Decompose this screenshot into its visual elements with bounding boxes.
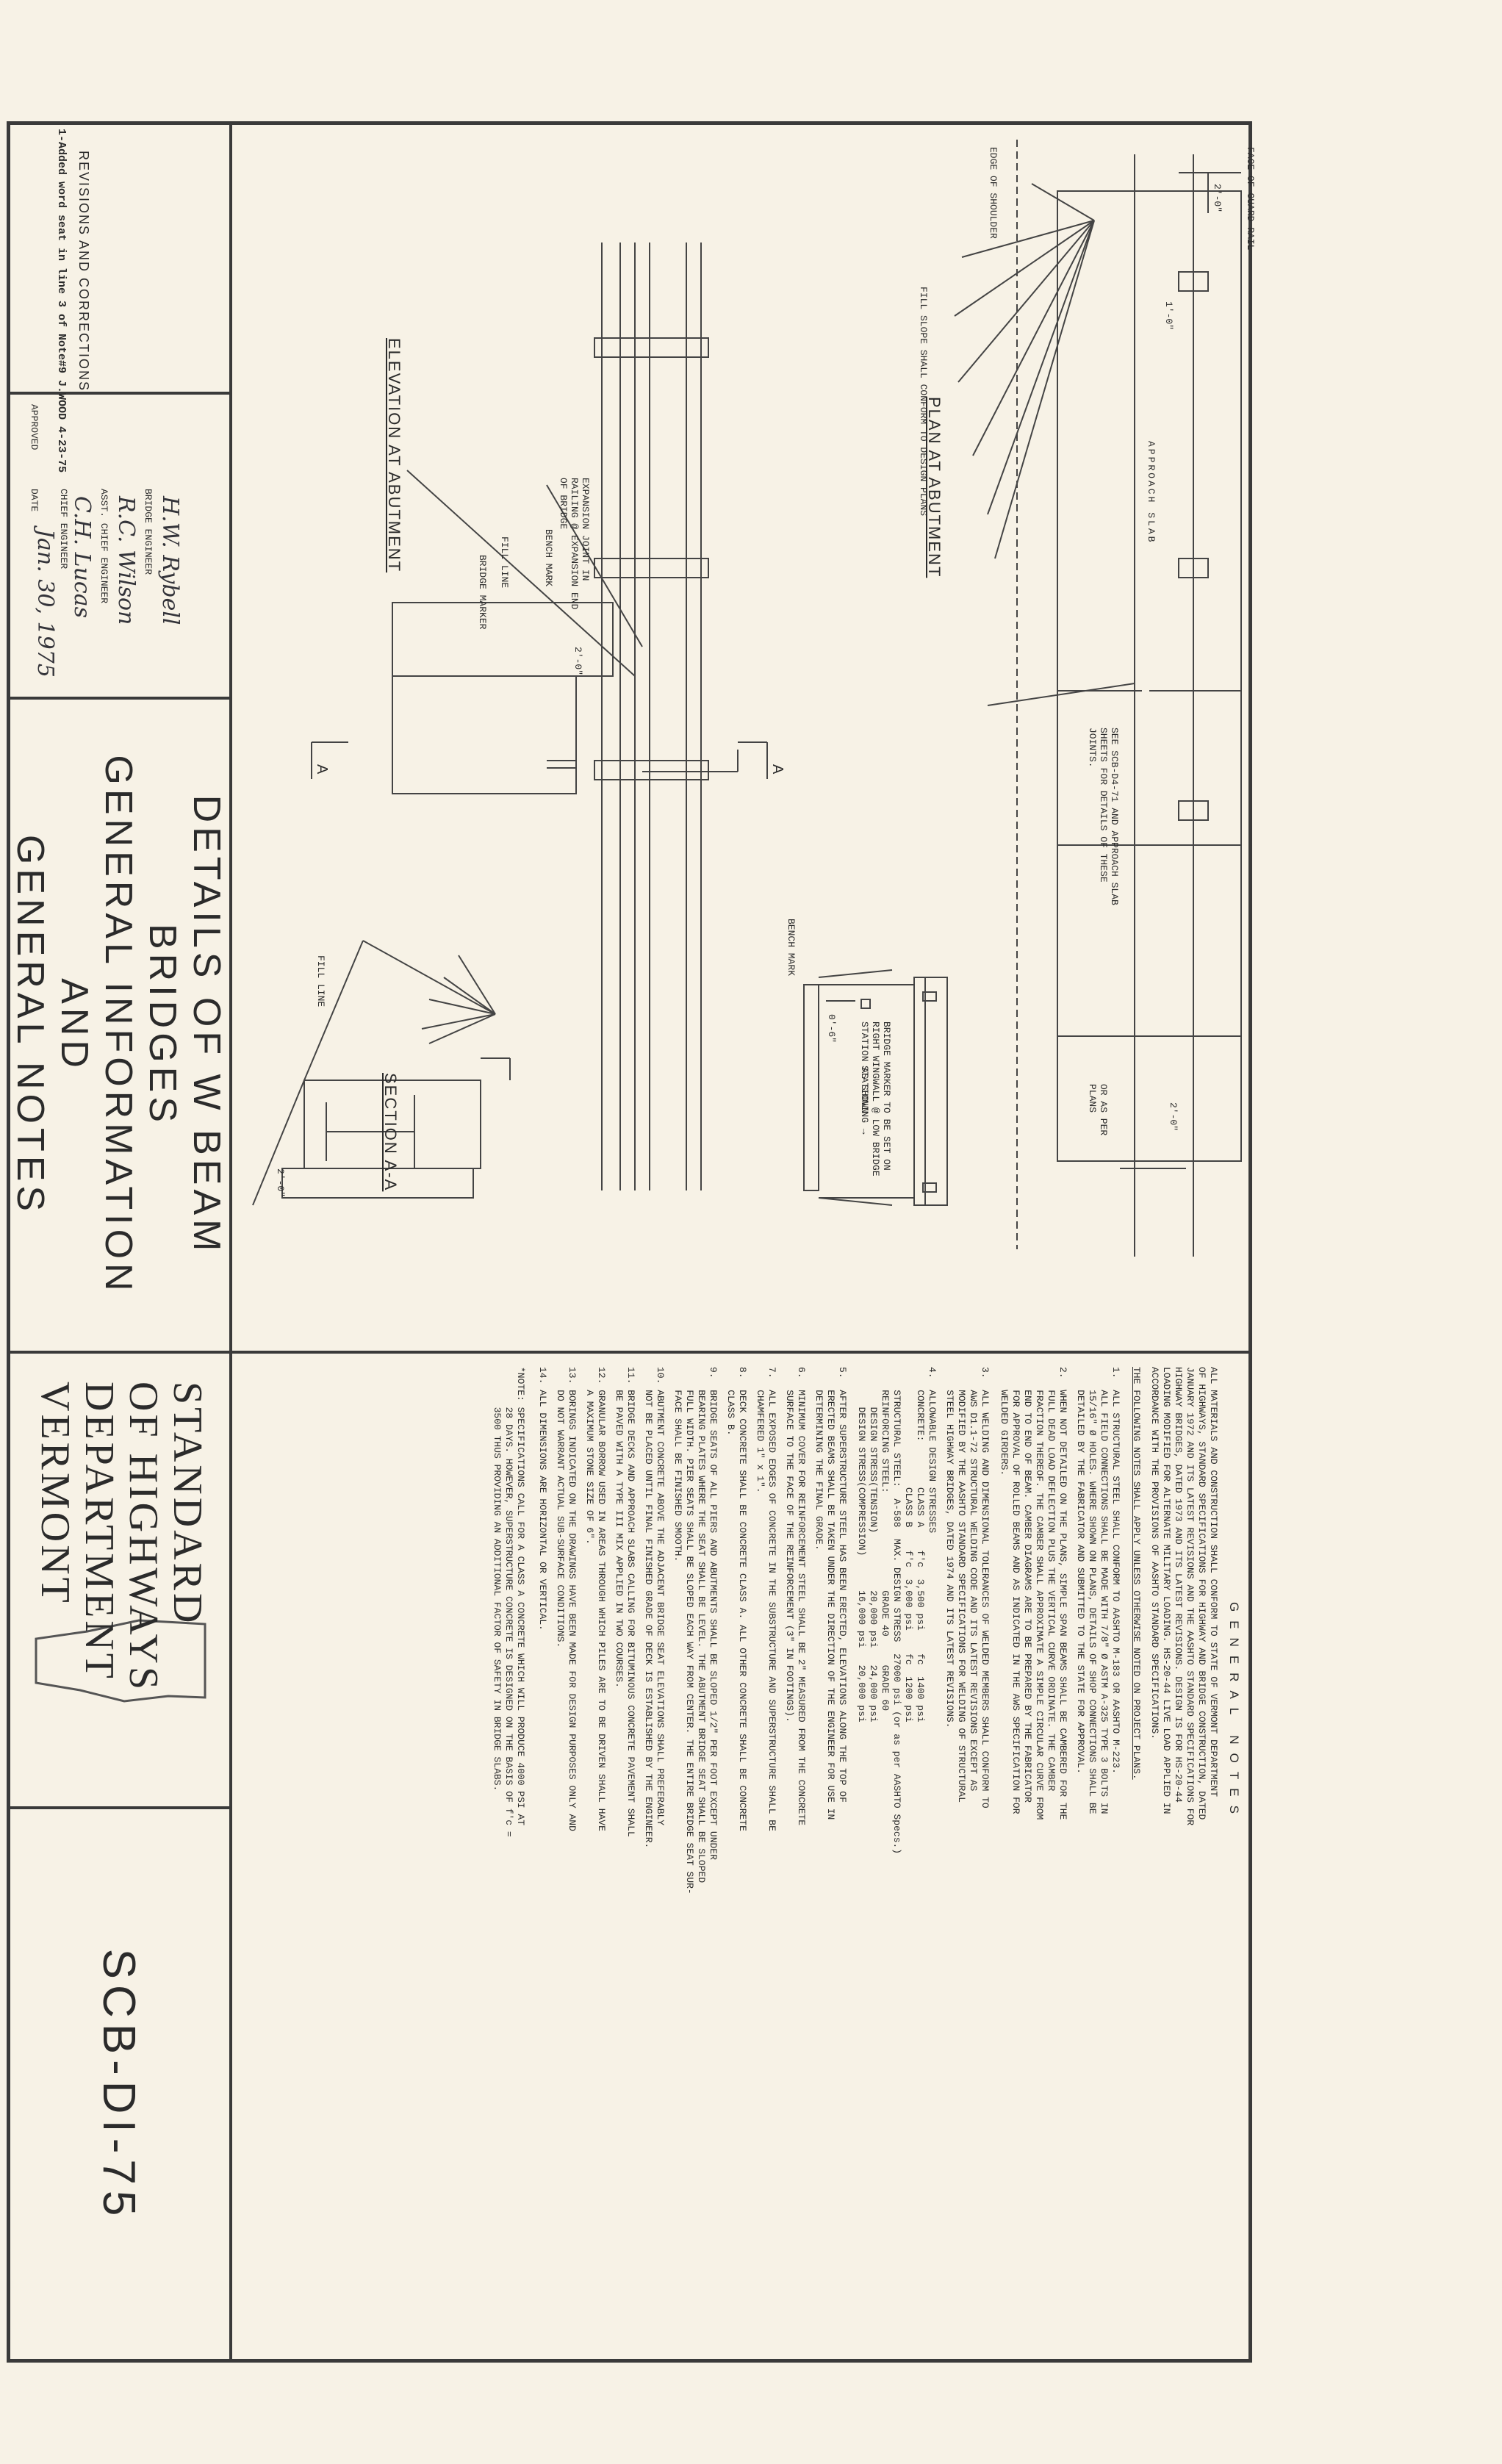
agency-block: VERMONT DEPARTMENT OF HIGHWAYS STANDARD: [14, 1367, 223, 1800]
revisions-heading: REVISIONS AND CORRECTIONS: [76, 151, 91, 392]
chief-engineer-signature: C.H. Lucas: [69, 496, 95, 618]
general-notes-heading: GENERAL NOTES: [1227, 1602, 1241, 1822]
asst-chief-signature: R.C. Wilson: [113, 496, 139, 625]
note-item-11: 11. BRIDGE DECKS AND APPROACH SLABS CALL…: [614, 1367, 636, 1837]
chief-engineer-role: CHIEF ENGINEER: [58, 489, 69, 570]
sheet-number-block: SCB-DI-75: [14, 1815, 223, 2355]
note-item-5: 5. AFTER SUPERSTRUCTURE STEEL HAS BEEN E…: [813, 1367, 848, 1820]
agency-line-3: OF HIGHWAYS: [121, 1382, 166, 1693]
title-block: DETAILS OF W BEAM BRIDGES GENERAL INFORM…: [10, 705, 229, 1345]
date-label: DATE: [29, 489, 40, 512]
sheet-number: SCB-DI-75: [93, 1948, 144, 2222]
note-item-1: 1. ALL STRUCTURAL STEEL SHALL CONFORM TO…: [1075, 1367, 1121, 1814]
general-notes-intro: ALL MATERIALS AND CONSTRUCTION SHALL CON…: [1149, 1367, 1219, 1826]
section-dim-label: 2'-0": [275, 1168, 286, 1198]
note-item-7: 7. ALL EXPOSED EDGES OF CONCRETE IN THE …: [755, 1367, 777, 1831]
bridge-engineer-signature: H.W. Rybell: [157, 496, 183, 625]
general-notes-apply: THE FOLLOWING NOTES SHALL APPLY UNLESS O…: [1131, 1367, 1142, 1780]
note-item-3: 3. ALL WELDING AND DIMENSIONAL TOLERANCE…: [944, 1367, 991, 1809]
bridge-engineer-role: BRIDGE ENGINEER: [143, 489, 154, 575]
section-fill-line-label: FILL LINE: [315, 955, 326, 1007]
title-line-4: GENERAL NOTES: [9, 834, 52, 1216]
note-item-9: 9. BRIDGE SEATS OF ALL PIERS AND ABUTMEN…: [672, 1367, 719, 1894]
approved-label: APPROVED: [29, 404, 40, 450]
vermont-state-outline: [35, 1619, 206, 1703]
note-item-14: 14. ALL DIMENSIONS ARE HORIZONTAL OR VER…: [537, 1367, 548, 1631]
note-item-6: 6. MINIMUM COVER FOR REINFORCEMENT STEEL…: [784, 1367, 807, 1826]
agency-line-1: VERMONT: [32, 1382, 78, 1606]
approval-date: Jan. 30, 1975: [32, 529, 58, 678]
title-line-1: DETAILS OF W BEAM BRIDGES: [141, 794, 229, 1256]
note-item-8: 8. DECK CONCRETE SHALL BE CONCRETE CLASS…: [725, 1367, 748, 1831]
revisions-block: REVISIONS AND CORRECTIONS 1-Added word s…: [14, 129, 223, 473]
approval-block: APPROVED DATE Jan. 30, 1975 C.H. Lucas C…: [14, 401, 223, 691]
agency-line-2: DEPARTMENT: [76, 1382, 122, 1681]
general-notes-footnote: *NOTE: SPECIFICATIONS CALL FOR A CLASS A…: [492, 1367, 526, 1837]
title-line-2: GENERAL INFORMATION: [97, 755, 140, 1296]
note-item-10: 10. ABUTMENT CONCRETE ABOVE THE ADJACENT…: [643, 1367, 666, 1849]
note-item-12: 12. GRANULAR BORROW USED IN AREAS THROUG…: [584, 1367, 607, 1831]
approach-slab-outline: [1057, 190, 1242, 1037]
agency-line-4: STANDARD: [165, 1382, 210, 1626]
note-item-2: 2. WHEN NOT DETAILED ON THE PLANS, SIMPL…: [999, 1367, 1068, 1820]
note-item-4: 4. ALLOWABLE DESIGN STRESSES CONCRETE: C…: [856, 1367, 938, 1855]
section-view-title: SECTION A-A: [381, 1073, 400, 1192]
title-line-3: AND: [53, 978, 96, 1072]
asst-chief-role: ASST. CHIEF ENGINEER: [98, 489, 109, 604]
note-item-13: 13. BORINGS INDICATED ON THE DRAWINGS HA…: [555, 1367, 578, 1831]
